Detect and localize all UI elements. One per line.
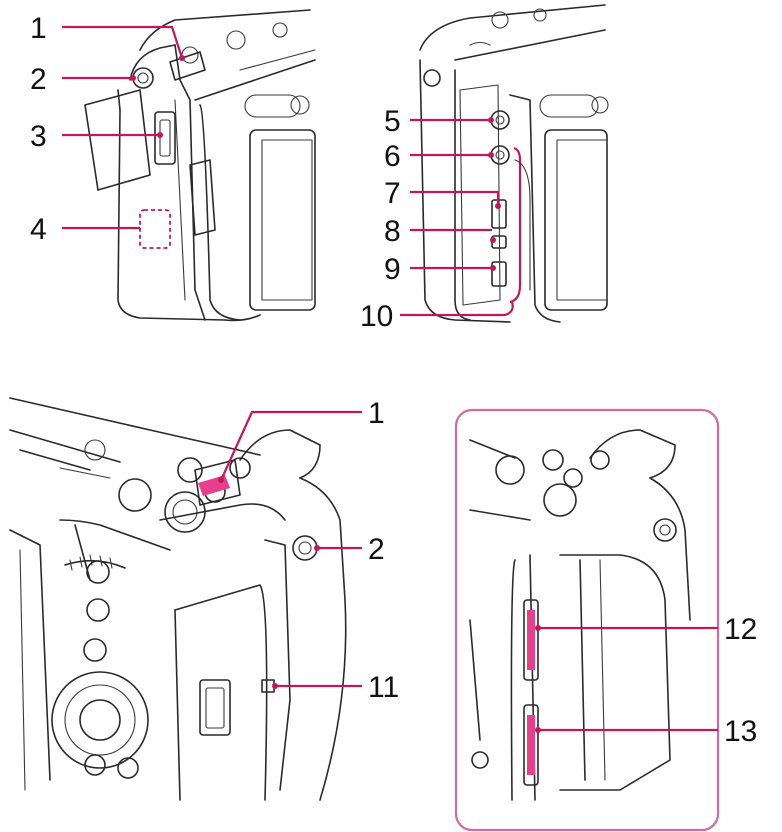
label-2-bottom-left: 2 bbox=[368, 533, 385, 566]
label-8: 8 bbox=[384, 215, 401, 248]
label-3: 3 bbox=[30, 120, 47, 153]
label-7: 7 bbox=[384, 177, 401, 210]
label-10: 10 bbox=[360, 300, 393, 333]
label-2-top-left: 2 bbox=[30, 63, 47, 96]
label-12: 12 bbox=[724, 613, 757, 646]
label-6: 6 bbox=[384, 140, 401, 173]
label-9: 9 bbox=[384, 253, 401, 286]
bottom-right-detail-panel bbox=[454, 408, 720, 832]
label-11: 11 bbox=[368, 671, 399, 704]
callout-lines bbox=[62, 25, 718, 733]
top-right-camera-view bbox=[419, 4, 609, 323]
label-13: 13 bbox=[724, 715, 757, 748]
label-5: 5 bbox=[384, 105, 401, 138]
label-4: 4 bbox=[30, 213, 47, 246]
top-left-camera-view bbox=[84, 9, 316, 322]
label-1-top-left: 1 bbox=[30, 12, 47, 45]
bottom-left-camera-view bbox=[9, 397, 347, 801]
label-1-bottom-left: 1 bbox=[368, 397, 385, 430]
